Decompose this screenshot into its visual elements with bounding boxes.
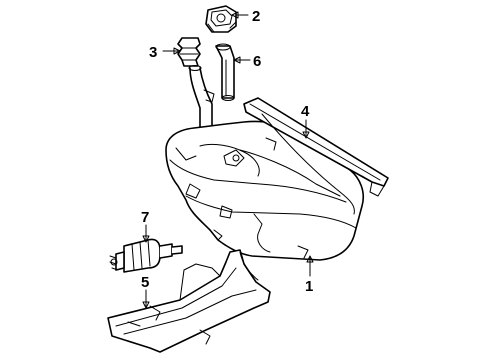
callout-1: 1: [305, 278, 313, 295]
filler-neck: [188, 65, 215, 133]
callout-4: 4: [301, 103, 310, 120]
callout-3: 3: [149, 44, 157, 61]
part-1-fuel-tank: [165, 120, 365, 261]
callout-6: 6: [253, 53, 261, 70]
part-3-grommet: [177, 37, 201, 67]
part-2-sending-unit: [205, 5, 237, 33]
callout-2: 2: [252, 8, 260, 25]
part-4-strap: [243, 97, 389, 215]
callout-7: 7: [141, 209, 149, 226]
leader-lines: [142, 11, 314, 309]
callout-5: 5: [141, 274, 149, 291]
part-7-fuel-pump: [109, 238, 183, 273]
part-6-vent-tube: [215, 43, 235, 101]
part-5-heat-shield: [107, 249, 271, 353]
